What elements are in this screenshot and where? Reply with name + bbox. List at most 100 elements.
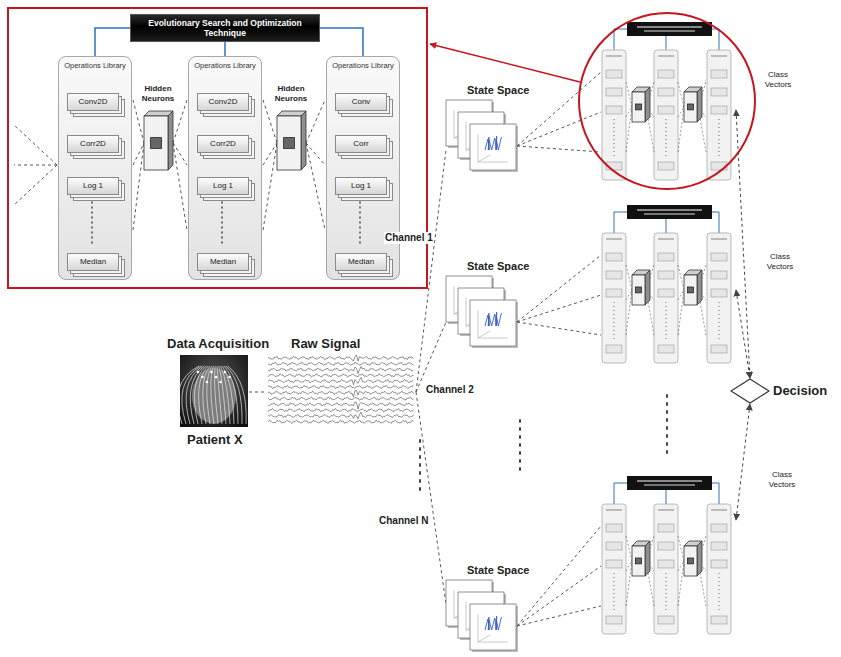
node-text: Median <box>336 254 386 270</box>
photo-ground <box>180 355 248 427</box>
hidden-neuron-symbol <box>632 270 650 305</box>
signal-trace <box>268 408 414 411</box>
ellipsis-dots <box>221 202 223 246</box>
neuron-side-face <box>645 270 650 305</box>
neuron-link <box>678 265 684 290</box>
operation-box: Log 1 <box>67 177 119 195</box>
mini-operation <box>658 345 674 353</box>
signal-trace <box>268 355 414 361</box>
neuron-link <box>626 290 632 335</box>
neuron-front-face <box>684 92 697 122</box>
mini-operation <box>606 616 622 624</box>
neuron-link <box>626 265 632 290</box>
neuron-link <box>678 82 684 107</box>
mini-heading-mark <box>711 509 727 511</box>
operations-library: Operations LibraryConv2DCorr2DLog 1Media… <box>188 56 262 280</box>
hidden-neuron-symbol <box>632 541 650 576</box>
state-space-plot <box>485 616 501 630</box>
ellipsis-dots <box>719 119 720 157</box>
operation-box: Median <box>197 253 249 271</box>
state-space-plot <box>485 136 501 150</box>
state-space-stack <box>446 100 518 172</box>
input-line <box>14 125 57 165</box>
state-link <box>517 322 601 335</box>
neuron-core <box>636 104 642 110</box>
class-vector-arrow <box>736 290 750 378</box>
mini-library <box>654 50 678 180</box>
neuron-front-face <box>684 275 697 305</box>
neuron-link <box>626 107 632 152</box>
neuron-front-face <box>144 116 168 170</box>
mini-operation <box>658 162 674 170</box>
mini-operation <box>711 106 727 114</box>
mini-library <box>654 233 678 363</box>
input-line <box>14 165 57 205</box>
zoom-inset <box>8 8 427 288</box>
mini-library <box>602 50 626 180</box>
hidden-neuron-symbol <box>684 270 702 305</box>
signal-trace <box>268 412 414 419</box>
neuron-core <box>636 558 642 564</box>
mini-operation <box>606 106 622 114</box>
mini-operation <box>711 345 727 353</box>
neuron-core <box>284 138 295 149</box>
class-vector-arrow <box>736 110 750 378</box>
diamond-outline <box>730 378 770 404</box>
figure-label: Channel N <box>378 515 429 527</box>
ellipsis-dots <box>519 420 521 470</box>
connector <box>320 28 363 56</box>
figure-label: State Space <box>466 260 530 273</box>
bar-texture <box>644 30 695 32</box>
neuron-link <box>678 107 684 152</box>
node-text: Conv2D <box>68 94 118 110</box>
neuron-side-face <box>697 541 702 576</box>
neuron-link <box>133 143 144 165</box>
state-space-frame <box>470 604 516 650</box>
state-space-frame <box>470 124 516 170</box>
mini-operation <box>658 560 674 568</box>
mini-operation <box>658 542 674 550</box>
operation-box: Corr2D <box>67 135 119 153</box>
mini-heading-mark <box>658 509 674 511</box>
ellipsis-dots <box>666 302 667 340</box>
electrode <box>201 376 204 379</box>
node-text: Operations Library <box>327 57 399 70</box>
ellipsis-dots <box>666 395 668 455</box>
node-text: Operations Library <box>59 57 131 70</box>
node-text: Conv <box>336 94 386 110</box>
state-link <box>517 295 601 322</box>
mini-operation <box>658 106 674 114</box>
mini-library <box>602 504 626 634</box>
figure-label: Channel 2 <box>425 384 475 396</box>
bar-texture <box>644 213 695 215</box>
node-text: Operations Library <box>189 57 261 70</box>
mini-operation <box>711 271 727 279</box>
mini-operation <box>658 524 674 532</box>
mini-library <box>602 233 626 363</box>
mini-network <box>602 476 731 634</box>
mini-operation <box>658 253 674 261</box>
mini-operation <box>606 88 622 96</box>
zoom-arrow <box>430 44 580 82</box>
electrode-wire <box>217 366 222 424</box>
node-text: Corr2D <box>198 136 248 152</box>
neuron-side-face <box>168 111 173 170</box>
raw-signal-traces <box>268 355 414 424</box>
eeg-head-photo <box>178 355 248 427</box>
neuron-link <box>626 536 632 561</box>
mini-operation <box>658 70 674 78</box>
electrode-wire <box>221 366 230 424</box>
figure-label: Raw Signal <box>290 336 361 352</box>
state-link <box>517 606 601 626</box>
neuron-core <box>688 558 694 564</box>
signal-trace <box>268 367 414 374</box>
neuron-link <box>626 561 632 606</box>
ellipsis-dots <box>614 302 615 340</box>
figure-label: Patient X <box>186 432 244 448</box>
neuron-link <box>173 100 187 143</box>
electrode-wire <box>182 366 201 424</box>
channel-line <box>416 322 446 392</box>
node-text: Log 1 <box>198 178 248 194</box>
